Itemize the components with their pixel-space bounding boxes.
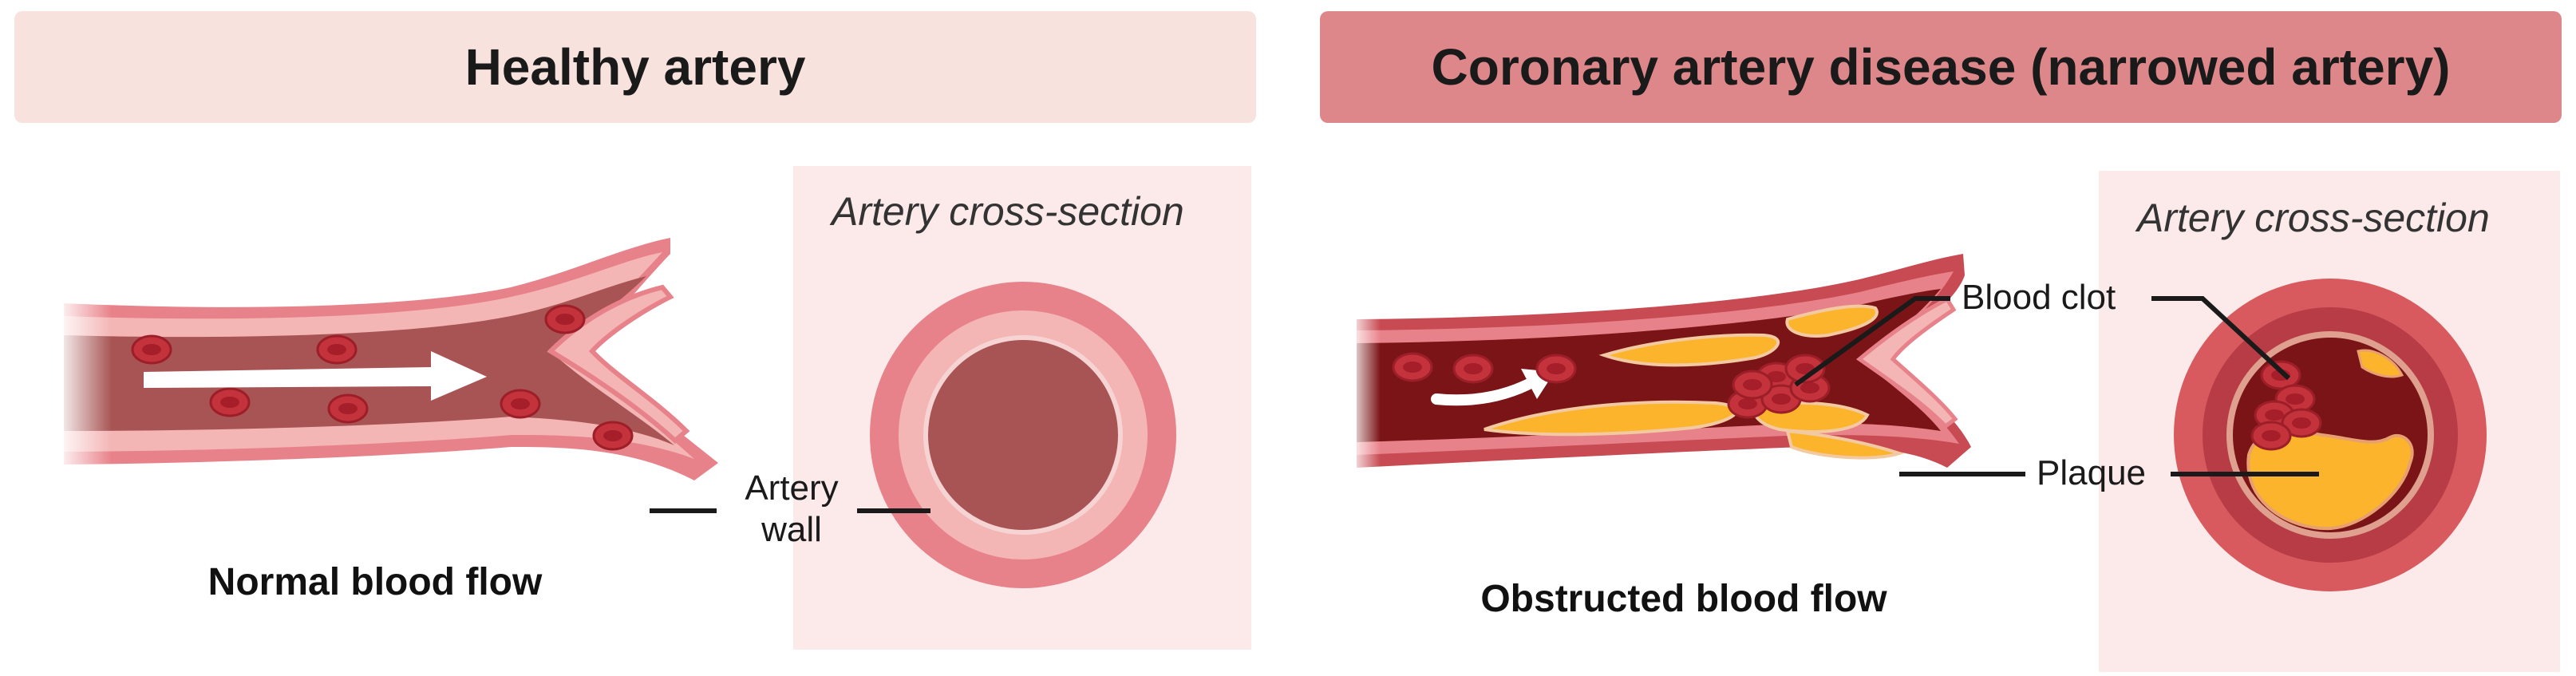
diseased-cross-section-title: Artery cross-section (2137, 196, 2490, 240)
blood-clot-pointer-right (2151, 296, 2291, 381)
diseased-artery-title: Coronary artery disease (narrowed artery… (1431, 38, 2451, 96)
diseased-artery-vessel (1349, 254, 1971, 479)
normal-blood-flow-caption: Normal blood flow (207, 561, 543, 603)
obstructed-blood-flow-caption: Obstructed blood flow (1480, 578, 1887, 620)
blood-clot-label: Blood clot (1962, 278, 2116, 317)
healthy-cross-section-title: Artery cross-section (832, 189, 1184, 234)
diseased-artery-header: Coronary artery disease (narrowed artery… (1320, 11, 2562, 123)
healthy-artery-vessel (56, 238, 718, 480)
plaque-label: Plaque (2037, 453, 2147, 492)
artery-wall-label-line2: wall (761, 510, 822, 549)
artery-wall-label-line1: Artery (745, 468, 839, 508)
artery-wall-label: Artery wall (728, 468, 855, 551)
diseased-cross-section (2174, 279, 2487, 591)
healthy-artery-title: Healthy artery (464, 38, 806, 96)
healthy-cross-section (870, 282, 1176, 588)
healthy-artery-header: Healthy artery (14, 11, 1256, 123)
blood-clot-pointer-left (1794, 296, 1950, 387)
